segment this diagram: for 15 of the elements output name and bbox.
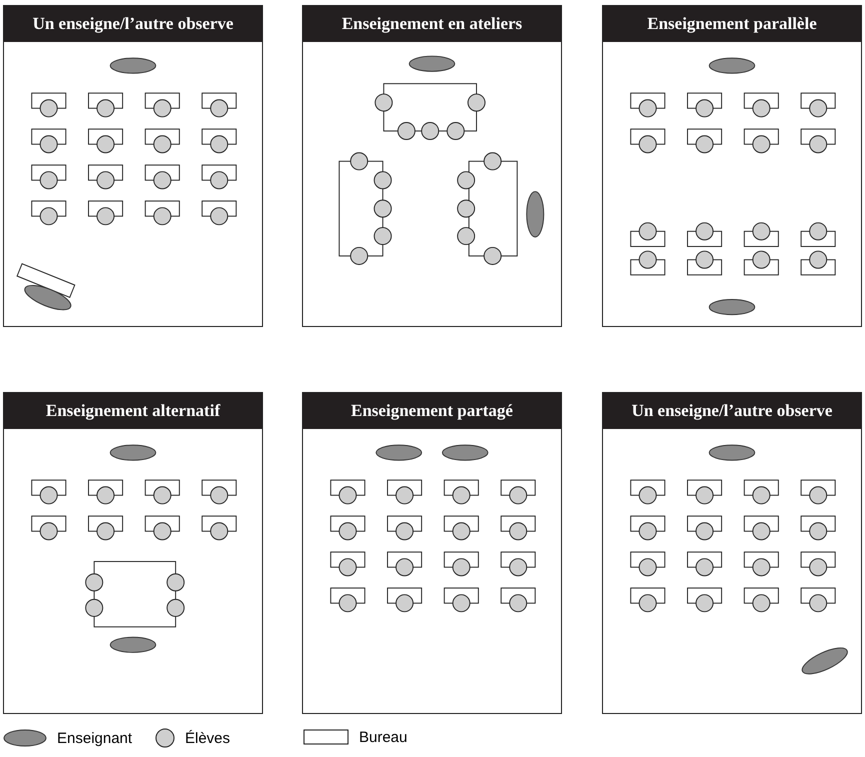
classroom-panel [3,5,263,327]
panel-title: Un enseigne/l’autre observe [4,6,262,42]
panel-title: Un enseigne/l’autre observe [603,393,861,429]
legend-label: Enseignant [57,730,132,746]
panel-title: Enseignement parallèle [603,6,861,42]
panel-title: Enseignement alternatif [4,393,262,429]
classroom-panel [602,5,862,327]
classroom-panel [602,392,862,714]
classroom-panel [302,5,562,327]
panel-title: Enseignement partagé [303,393,561,429]
classroom-panel [3,392,263,714]
panel-title: Enseignement en ateliers [303,6,561,42]
classroom-panel [302,392,562,714]
legend-label: Bureau [359,728,408,746]
legend-label: Élèves [185,730,230,746]
